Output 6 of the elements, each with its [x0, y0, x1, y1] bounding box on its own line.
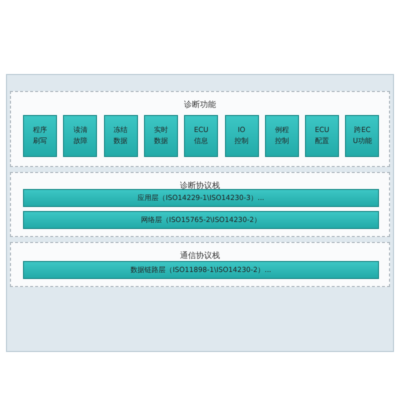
section-title: 诊断协议栈: [179, 180, 221, 191]
section-title: 通信协议栈: [179, 250, 221, 261]
section-panel: [10, 91, 390, 167]
section-title: 诊断功能: [183, 99, 217, 110]
section-panel: [10, 172, 390, 237]
section-panel: [10, 242, 390, 287]
